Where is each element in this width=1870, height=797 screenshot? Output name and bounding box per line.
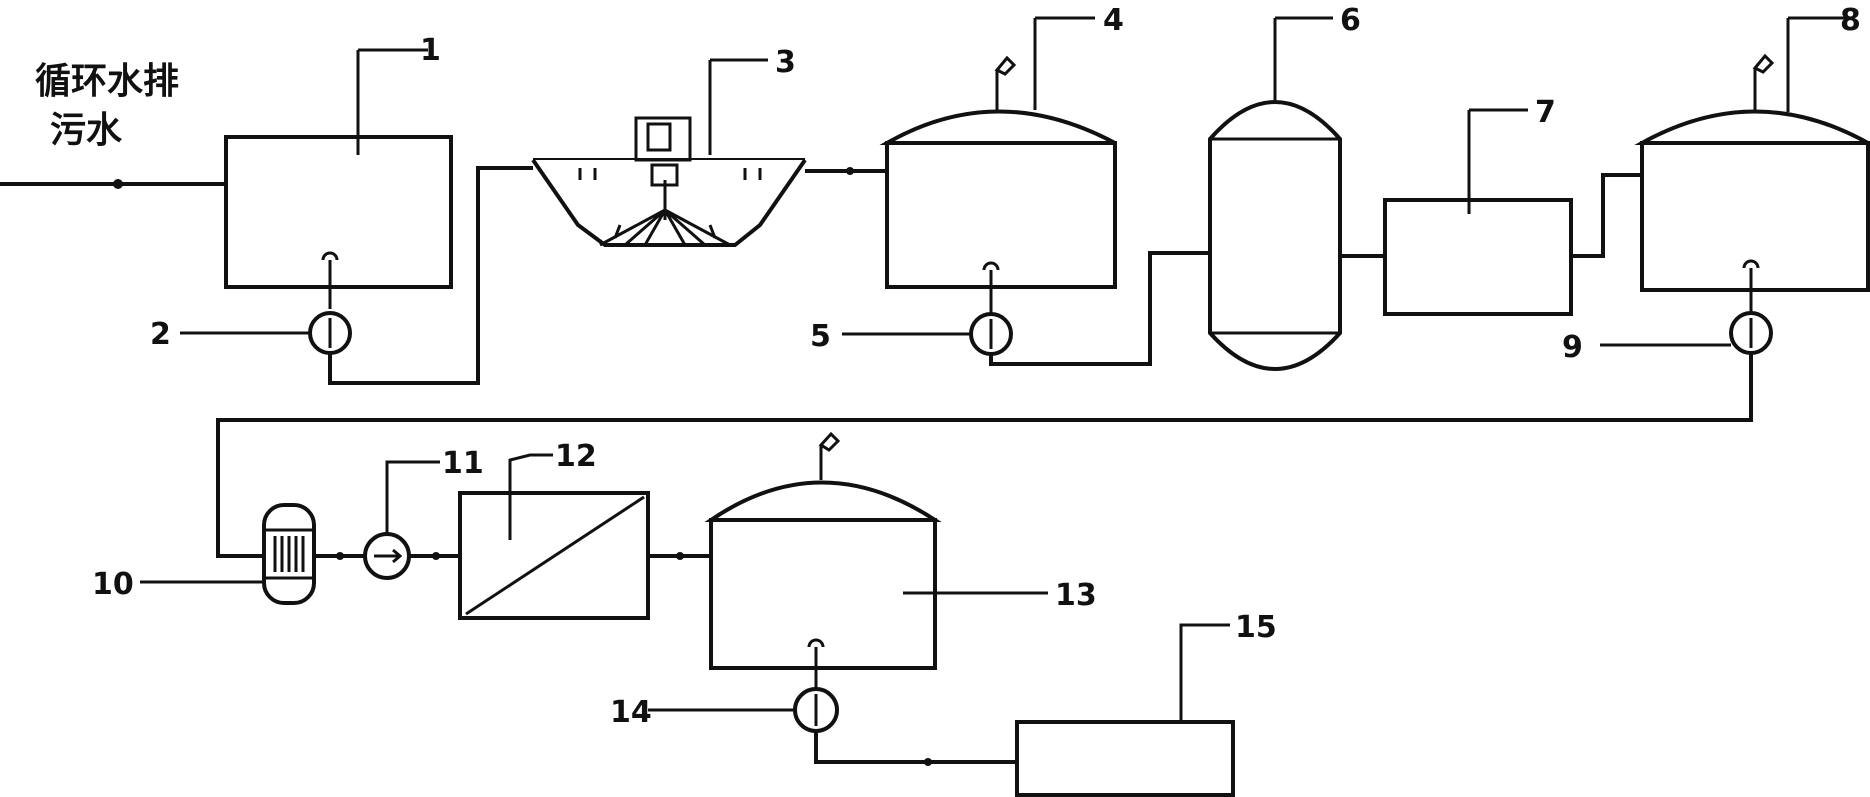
callout-12: 12 — [555, 439, 597, 474]
callout-6: 6 — [1340, 3, 1361, 38]
inlet-pipe — [0, 179, 226, 189]
callout-4: 4 — [1103, 3, 1124, 38]
callout-13: 13 — [1055, 578, 1097, 613]
callout-14: 14 — [610, 695, 652, 730]
filter-10 — [262, 503, 316, 605]
callout-10: 10 — [92, 567, 134, 602]
inlet-label-line-2: 污水 — [50, 110, 123, 151]
callout-8: 8 — [1840, 3, 1861, 38]
tank-4 — [879, 55, 1117, 289]
callout-2: 2 — [150, 317, 171, 352]
unit-7 — [1383, 198, 1573, 316]
callout-1: 1 — [420, 33, 441, 68]
pump-11 — [363, 532, 411, 580]
receiving-tank — [224, 135, 453, 289]
callout-3: 3 — [775, 45, 796, 80]
membrane-unit — [458, 491, 650, 620]
inlet-label-line-1: 循环水排 — [35, 61, 179, 102]
callout-15: 15 — [1235, 610, 1277, 645]
callout-5: 5 — [810, 319, 831, 354]
callout-11: 11 — [442, 446, 484, 481]
pump-9 — [1729, 259, 1773, 355]
callout-7: 7 — [1535, 95, 1556, 130]
callout-9: 9 — [1562, 330, 1583, 365]
tank-8 — [1634, 53, 1870, 292]
storage-tank — [704, 431, 942, 670]
vertical-vessel — [1208, 100, 1342, 371]
final-unit-15 — [1015, 720, 1235, 797]
clarifier — [531, 116, 807, 247]
